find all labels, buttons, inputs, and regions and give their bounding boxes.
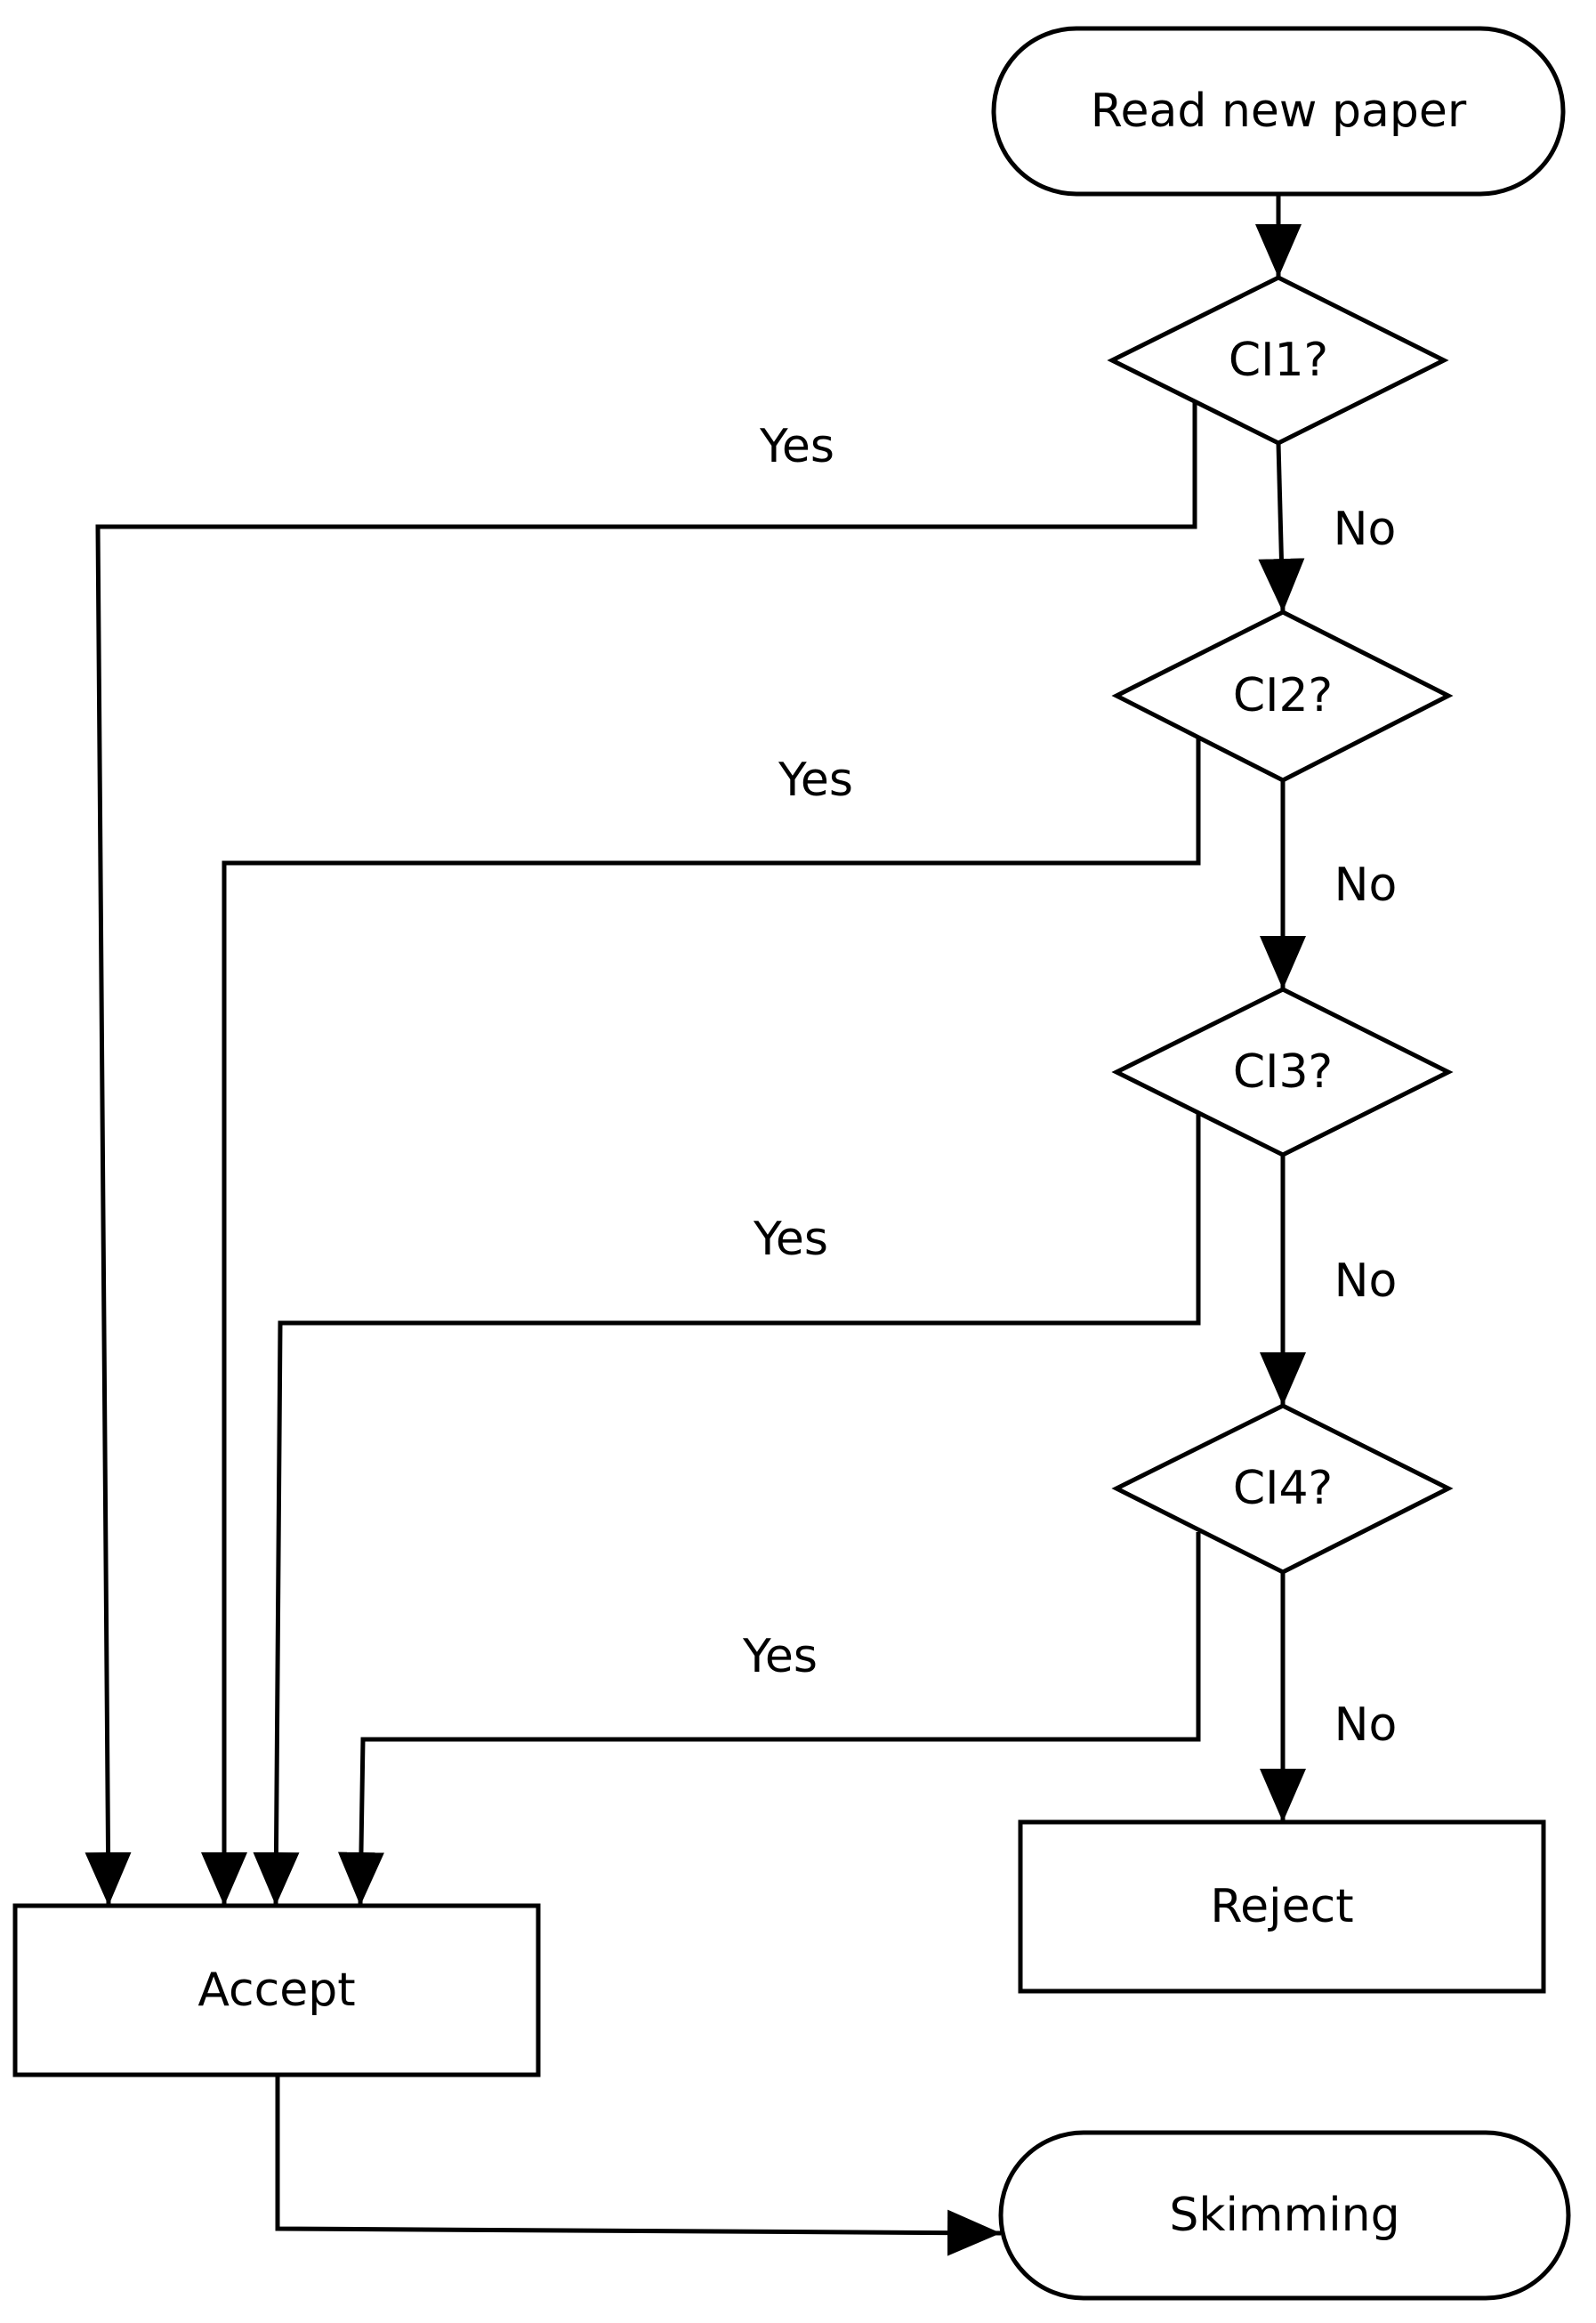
node-reject: Reject xyxy=(1018,1819,1546,1994)
start-label: Read new paper xyxy=(1091,85,1467,138)
accept-box xyxy=(12,1903,541,2077)
ci4-label: CI4? xyxy=(1233,1462,1333,1515)
node-ci2: CI2? xyxy=(1111,609,1454,783)
ci1-label: CI1? xyxy=(1229,334,1328,387)
ci2-yes-label: Yes xyxy=(778,754,853,807)
edge-labels: Yes No Yes No Yes No Yes No xyxy=(742,420,1397,1752)
connectors xyxy=(85,194,1306,2256)
arrow-ci3-yes xyxy=(253,1114,1201,1907)
node-start: Read new paper xyxy=(991,26,1566,197)
ci2-decision xyxy=(1111,609,1454,783)
accept-label: Accept xyxy=(197,1964,355,2017)
ci3-decision xyxy=(1111,987,1454,1157)
reject-label: Reject xyxy=(1210,1880,1353,1933)
skimming-label: Skimming xyxy=(1169,2189,1399,2242)
start-terminal xyxy=(991,26,1566,197)
arrow-ci1-no xyxy=(1258,442,1305,613)
ci3-label: CI3? xyxy=(1233,1045,1333,1099)
skimming-terminal xyxy=(998,2130,1571,2301)
ci4-decision xyxy=(1111,1403,1454,1575)
node-ci3: CI3? xyxy=(1111,987,1454,1157)
ci1-no-label: No xyxy=(1334,503,1397,556)
arrow-ci2-yes xyxy=(201,737,1201,1906)
ci2-no-label: No xyxy=(1334,859,1398,912)
arrow-ci4-yes xyxy=(337,1532,1201,1907)
ci3-yes-label: Yes xyxy=(753,1213,828,1266)
arrow-ci1-yes xyxy=(85,402,1197,1907)
reject-box xyxy=(1018,1819,1546,1994)
node-skimming: Skimming xyxy=(998,2130,1571,2301)
ci1-decision xyxy=(1107,275,1449,446)
ci1-yes-label: Yes xyxy=(759,420,834,473)
ci4-yes-label: Yes xyxy=(742,1630,818,1683)
node-ci1: CI1? xyxy=(1107,275,1449,446)
ci2-label: CI2? xyxy=(1233,669,1333,722)
ci4-no-label: No xyxy=(1334,1698,1398,1752)
node-ci4: CI4? xyxy=(1111,1403,1454,1575)
arrow-accept-to-skimming xyxy=(275,2075,1002,2256)
node-accept: Accept xyxy=(12,1903,541,2077)
ci3-no-label: No xyxy=(1334,1254,1398,1308)
